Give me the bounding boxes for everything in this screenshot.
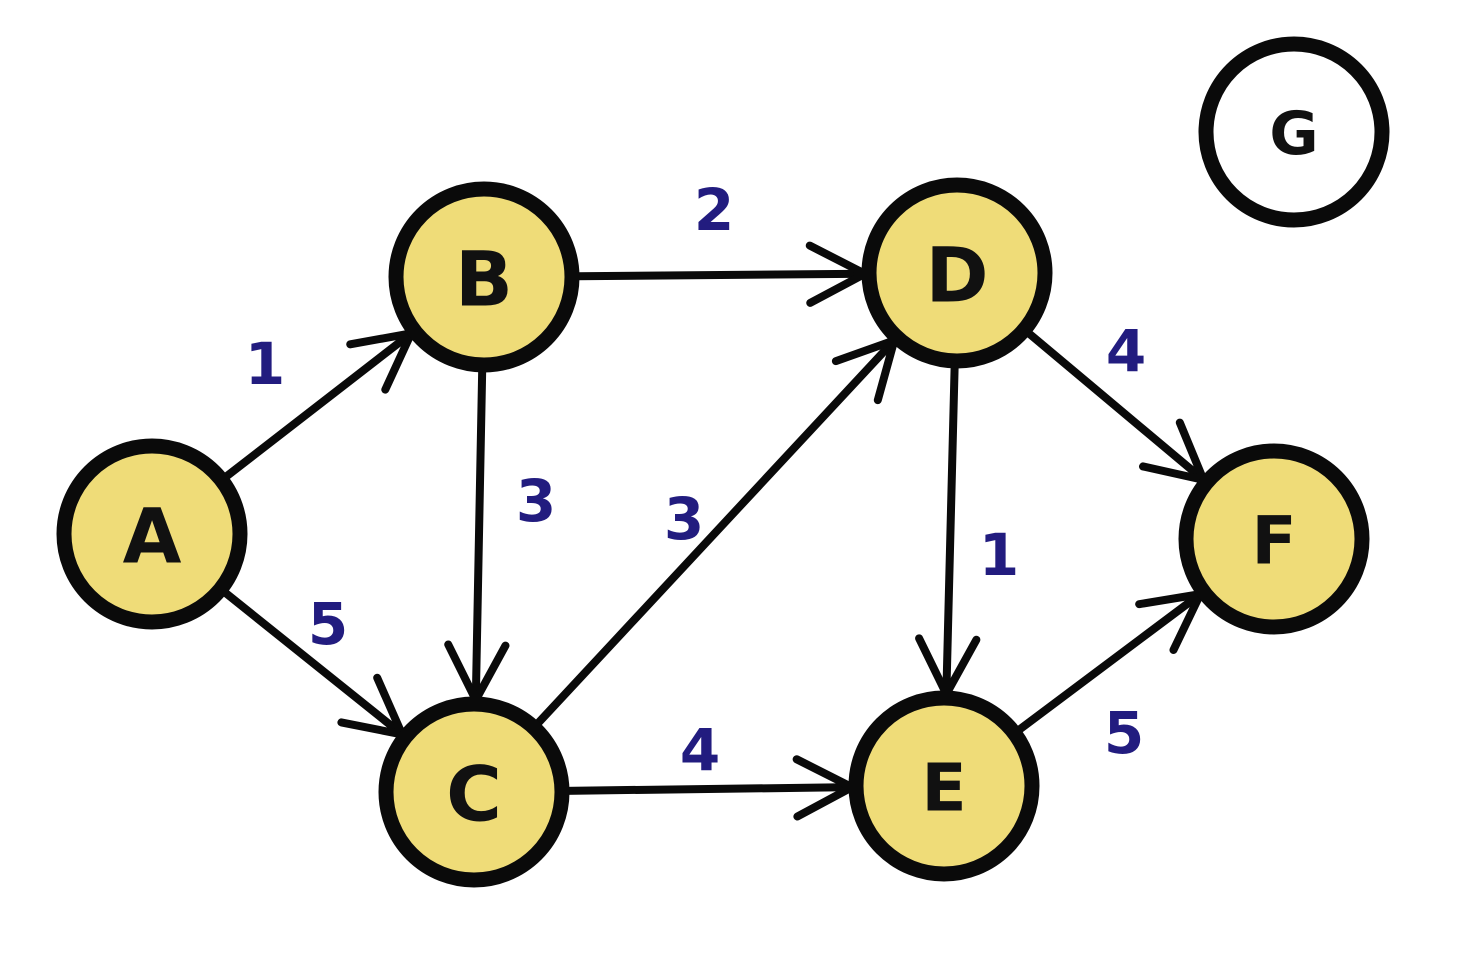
node-circle-C — [378, 696, 570, 888]
edge-line-C-D — [532, 336, 899, 729]
node-D: D — [861, 177, 1053, 369]
node-label-A: A — [123, 492, 182, 581]
node-E: E — [848, 690, 1040, 882]
edge-weight-A-C: 5 — [308, 590, 348, 658]
edge-line-C-E — [561, 783, 857, 795]
node-label-F: F — [1251, 503, 1296, 580]
node-A: A — [56, 438, 248, 630]
node-circle-G — [1198, 36, 1390, 228]
edge-weight-B-D: 2 — [694, 176, 734, 244]
edge-line-E-F — [1013, 590, 1205, 735]
edge-weight-E-F: 5 — [1104, 699, 1144, 767]
edge-B-C — [444, 364, 510, 705]
node-label-D: D — [925, 231, 988, 320]
edge-weight-D-E: 1 — [979, 521, 1019, 589]
node-circle-D — [861, 177, 1053, 369]
edge-weight-B-C: 3 — [516, 467, 556, 535]
node-B: B — [388, 181, 580, 373]
node-label-E: E — [921, 750, 966, 827]
node-F: F — [1178, 443, 1370, 635]
edge-weight-D-F: 4 — [1106, 317, 1146, 385]
node-label-B: B — [455, 235, 513, 324]
node-circle-B — [388, 181, 580, 373]
nodes-layer: A B C D E F G — [56, 36, 1390, 888]
node-circle-F — [1178, 443, 1370, 635]
node-G: G — [1198, 36, 1390, 228]
edge-line-D-E — [942, 360, 959, 699]
edge-C-D — [532, 336, 899, 729]
edge-weight-A-B: 1 — [245, 330, 285, 398]
edge-line-A-B — [220, 329, 416, 482]
node-circle-E — [848, 690, 1040, 882]
edge-line-B-D — [571, 269, 870, 281]
node-circle-A — [56, 438, 248, 630]
edge-line-A-C — [219, 587, 407, 739]
node-C: C — [378, 696, 570, 888]
edge-weight-C-D: 3 — [664, 485, 704, 553]
edge-line-D-F — [1023, 328, 1208, 484]
edge-D-E — [915, 360, 981, 699]
node-label-C: C — [446, 750, 502, 839]
edge-weights-layer: 1 5 2 3 3 4 1 4 5 — [245, 176, 1146, 784]
edge-line-B-C — [471, 364, 487, 705]
node-label-G: G — [1269, 99, 1318, 169]
edge-B-D — [571, 241, 870, 307]
edge-weight-C-E: 4 — [680, 716, 720, 784]
